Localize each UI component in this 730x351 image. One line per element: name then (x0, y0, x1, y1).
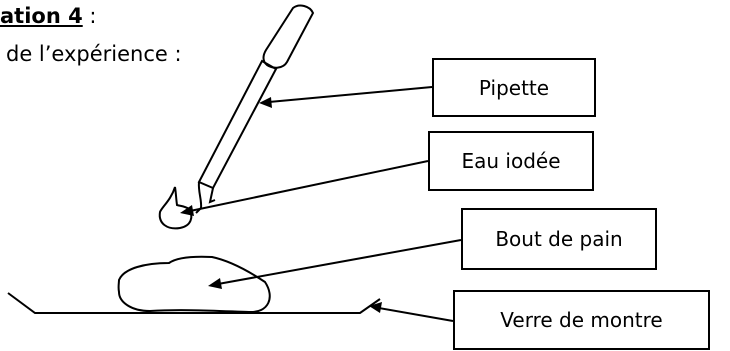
pipette-barrel (197, 59, 278, 190)
experiment-subheading: de l’expérience : (6, 42, 182, 66)
heading-colon: : (82, 4, 97, 28)
iodine-drop (158, 186, 193, 230)
section-heading: ation 4 : (0, 4, 96, 28)
label-arrows (180, 86, 462, 322)
situation-title: ation 4 (0, 4, 83, 28)
pipette-label: Pipette (432, 58, 596, 117)
pipette-bulb (262, 4, 315, 69)
watch-glass-label: Verre de montre (453, 290, 710, 350)
iodine-water-label: Eau iodée (428, 131, 594, 191)
bread-piece (117, 255, 271, 314)
bread-label: Bout de pain (461, 208, 657, 270)
